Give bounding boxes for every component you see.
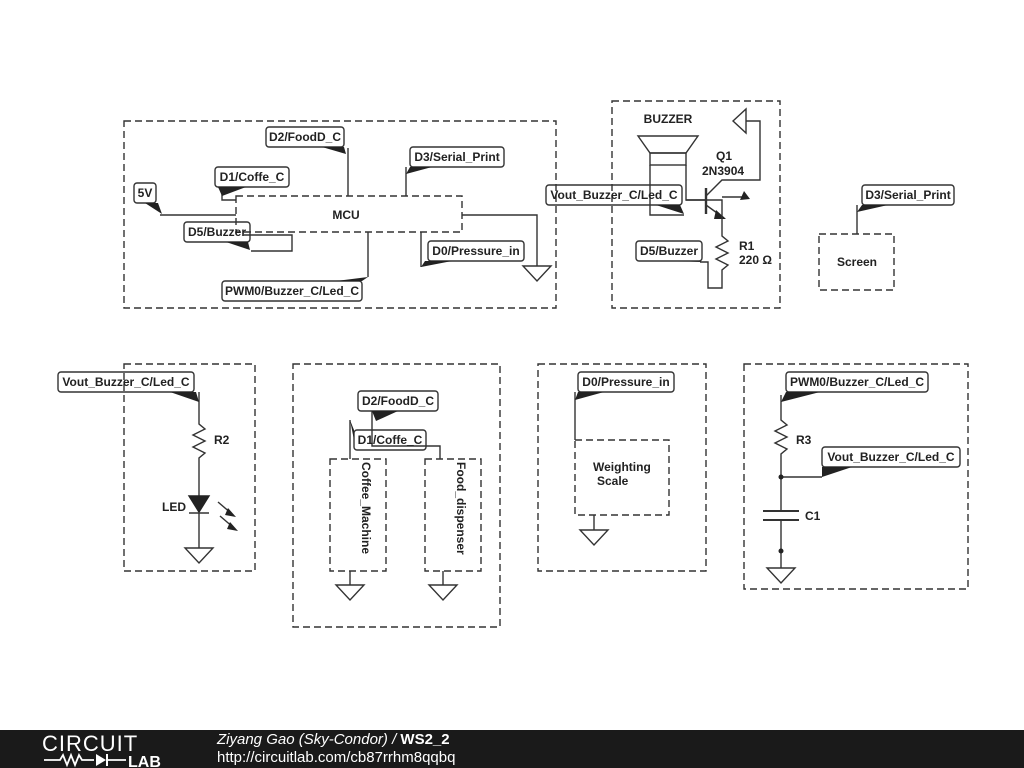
svg-text:Vout_Buzzer_C/Led_C: Vout_Buzzer_C/Led_C bbox=[550, 188, 677, 202]
schematic-canvas: MCU 5V D2/FoodD_C D3/Serial_Print bbox=[57, 100, 969, 628]
svg-text:D5/Buzzer: D5/Buzzer bbox=[640, 244, 698, 258]
coffee-machine-label: Coffee_Machine bbox=[359, 462, 373, 554]
net-label-d1-coffe-c[interactable]: D1/Coffe_C bbox=[214, 166, 290, 196]
q1-ref: Q1 bbox=[716, 149, 732, 163]
logo-bottom-text: LAB bbox=[128, 754, 161, 768]
scale-title-2: Scale bbox=[597, 474, 629, 488]
svg-text:PWM0/Buzzer_C/Led_C: PWM0/Buzzer_C/Led_C bbox=[225, 284, 359, 298]
buzzer-symbol bbox=[636, 135, 700, 154]
net-label-d3-serial-print-2[interactable]: D3/Serial_Print bbox=[857, 184, 955, 212]
net-label-d5-buzzer-2[interactable]: D5/Buzzer bbox=[635, 240, 703, 262]
svg-text:D0/Pressure_in: D0/Pressure_in bbox=[582, 375, 669, 389]
svg-text:D3/Serial_Print: D3/Serial_Print bbox=[414, 150, 499, 164]
resistor-r3 bbox=[773, 416, 789, 510]
led-symbol bbox=[187, 495, 211, 514]
buzzer-title: BUZZER bbox=[644, 112, 693, 126]
food-dispenser[interactable] bbox=[424, 458, 482, 572]
buzzer-block: BUZZER Q1 2N3904 R1 220 Ω Vout_Buzzer_C/… bbox=[545, 100, 781, 309]
net-label-d2-foodd-c-2[interactable]: D2/FoodD_C bbox=[357, 390, 439, 421]
footer-bar: CIRCUIT LAB Ziyang Gao (Sky-Condor) / WS… bbox=[0, 730, 1024, 768]
svg-text:D0/Pressure_in: D0/Pressure_in bbox=[432, 244, 519, 258]
svg-text:5V: 5V bbox=[138, 186, 153, 200]
svg-text:D2/FoodD_C: D2/FoodD_C bbox=[362, 394, 434, 408]
mcu-block: MCU 5V D2/FoodD_C D3/Serial_Print bbox=[123, 120, 557, 309]
q1-part: 2N3904 bbox=[702, 164, 744, 178]
buzzer-body bbox=[649, 152, 687, 166]
ground-symbol-coffee bbox=[334, 584, 366, 602]
r2-ref: R2 bbox=[214, 433, 230, 447]
author-name[interactable]: Ziyang Gao (Sky-Condor) bbox=[217, 731, 388, 748]
screen-block: Screen D3/Serial_Print bbox=[818, 184, 955, 291]
project-name[interactable]: WS2_2 bbox=[400, 731, 450, 748]
circuitlab-logo[interactable]: CIRCUIT LAB bbox=[0, 730, 200, 768]
buzzer-block-border bbox=[611, 100, 781, 309]
logo-top-text: CIRCUIT bbox=[42, 731, 138, 756]
coffee-machine[interactable] bbox=[329, 458, 387, 572]
net-label-d2-foodd-c[interactable]: D2/FoodD_C bbox=[265, 126, 346, 154]
svg-text:D3/Serial_Print: D3/Serial_Print bbox=[865, 188, 950, 202]
rc-block-border bbox=[743, 363, 969, 590]
led-ref: LED bbox=[162, 500, 186, 514]
net-label-d3-serial-print[interactable]: D3/Serial_Print bbox=[406, 146, 505, 174]
svg-text:D1/Coffe_C: D1/Coffe_C bbox=[358, 433, 423, 447]
led-block-border bbox=[123, 363, 256, 572]
net-label-vout-rc[interactable]: Vout_Buzzer_C/Led_C bbox=[821, 446, 961, 477]
net-label-d1-coffe-c-2[interactable]: D1/Coffe_C bbox=[350, 420, 427, 451]
svg-text:Vout_Buzzer_C/Led_C: Vout_Buzzer_C/Led_C bbox=[62, 375, 189, 389]
svg-text:PWM0/Buzzer_C/Led_C: PWM0/Buzzer_C/Led_C bbox=[790, 375, 924, 389]
net-label-d5-buzzer[interactable]: D5/Buzzer bbox=[183, 221, 251, 250]
svg-text:D1/Coffe_C: D1/Coffe_C bbox=[220, 170, 285, 184]
logo-resistor-icon bbox=[44, 752, 94, 768]
net-label-pwm0-2[interactable]: PWM0/Buzzer_C/Led_C bbox=[781, 371, 929, 402]
screen-title: Screen bbox=[837, 255, 877, 269]
svg-text:D5/Buzzer: D5/Buzzer bbox=[188, 225, 246, 239]
net-label-pwm0[interactable]: PWM0/Buzzer_C/Led_C bbox=[221, 277, 368, 302]
author-line: Ziyang Gao (Sky-Condor) / WS2_2 bbox=[217, 731, 450, 748]
mcu-title: MCU bbox=[332, 208, 359, 222]
led-block: R2 LED Vout_Buzzer_C/Led_C bbox=[57, 363, 256, 572]
ground-symbol-rc bbox=[765, 567, 797, 585]
ground-symbol-buzzer bbox=[731, 107, 747, 135]
rc-block: R3 C1 PWM0/Buzzer_C/Led_C Vout_Buzzer_C/… bbox=[743, 363, 969, 590]
separator: / bbox=[387, 731, 401, 748]
svg-text:D2/FoodD_C: D2/FoodD_C bbox=[269, 130, 341, 144]
ground-symbol bbox=[521, 265, 553, 283]
c1-ref: C1 bbox=[805, 509, 821, 523]
net-label-vout-led[interactable]: Vout_Buzzer_C/Led_C bbox=[57, 371, 199, 402]
ground-symbol-food bbox=[427, 584, 459, 602]
net-label-5v[interactable]: 5V bbox=[133, 182, 162, 214]
net-label-d0-pressure-in-2[interactable]: D0/Pressure_in bbox=[575, 371, 675, 400]
scale-title-1: Weighting bbox=[593, 460, 651, 474]
ground-symbol-led bbox=[183, 547, 215, 565]
scale-block: Weighting Scale D0/Pressure_in bbox=[537, 363, 707, 572]
r1-ref: R1 bbox=[739, 239, 755, 253]
resistor-r1 bbox=[700, 230, 730, 289]
logo-diode-icon bbox=[96, 754, 106, 766]
net-label-vout-buzzer[interactable]: Vout_Buzzer_C/Led_C bbox=[545, 184, 684, 214]
r3-ref: R3 bbox=[796, 433, 812, 447]
weighting-scale[interactable] bbox=[574, 439, 670, 516]
mcu-block-border bbox=[123, 120, 557, 309]
ground-symbol-scale bbox=[578, 529, 610, 547]
r1-value: 220 Ω bbox=[739, 253, 772, 267]
svg-text:Vout_Buzzer_C/Led_C: Vout_Buzzer_C/Led_C bbox=[827, 450, 954, 464]
resistor-r2 bbox=[191, 420, 207, 496]
project-url[interactable]: http://circuitlab.com/cb87rrhm8qqbq bbox=[217, 749, 456, 766]
scale-block-border bbox=[537, 363, 707, 572]
dispenser-block: Coffee_Machine Food_dispenser D2/FoodD_C… bbox=[292, 363, 501, 628]
dispenser-block-border bbox=[292, 363, 501, 628]
mcu-chip[interactable] bbox=[235, 195, 463, 233]
net-label-d0-pressure-in[interactable]: D0/Pressure_in bbox=[421, 240, 525, 267]
food-dispenser-label: Food_dispenser bbox=[454, 462, 468, 555]
